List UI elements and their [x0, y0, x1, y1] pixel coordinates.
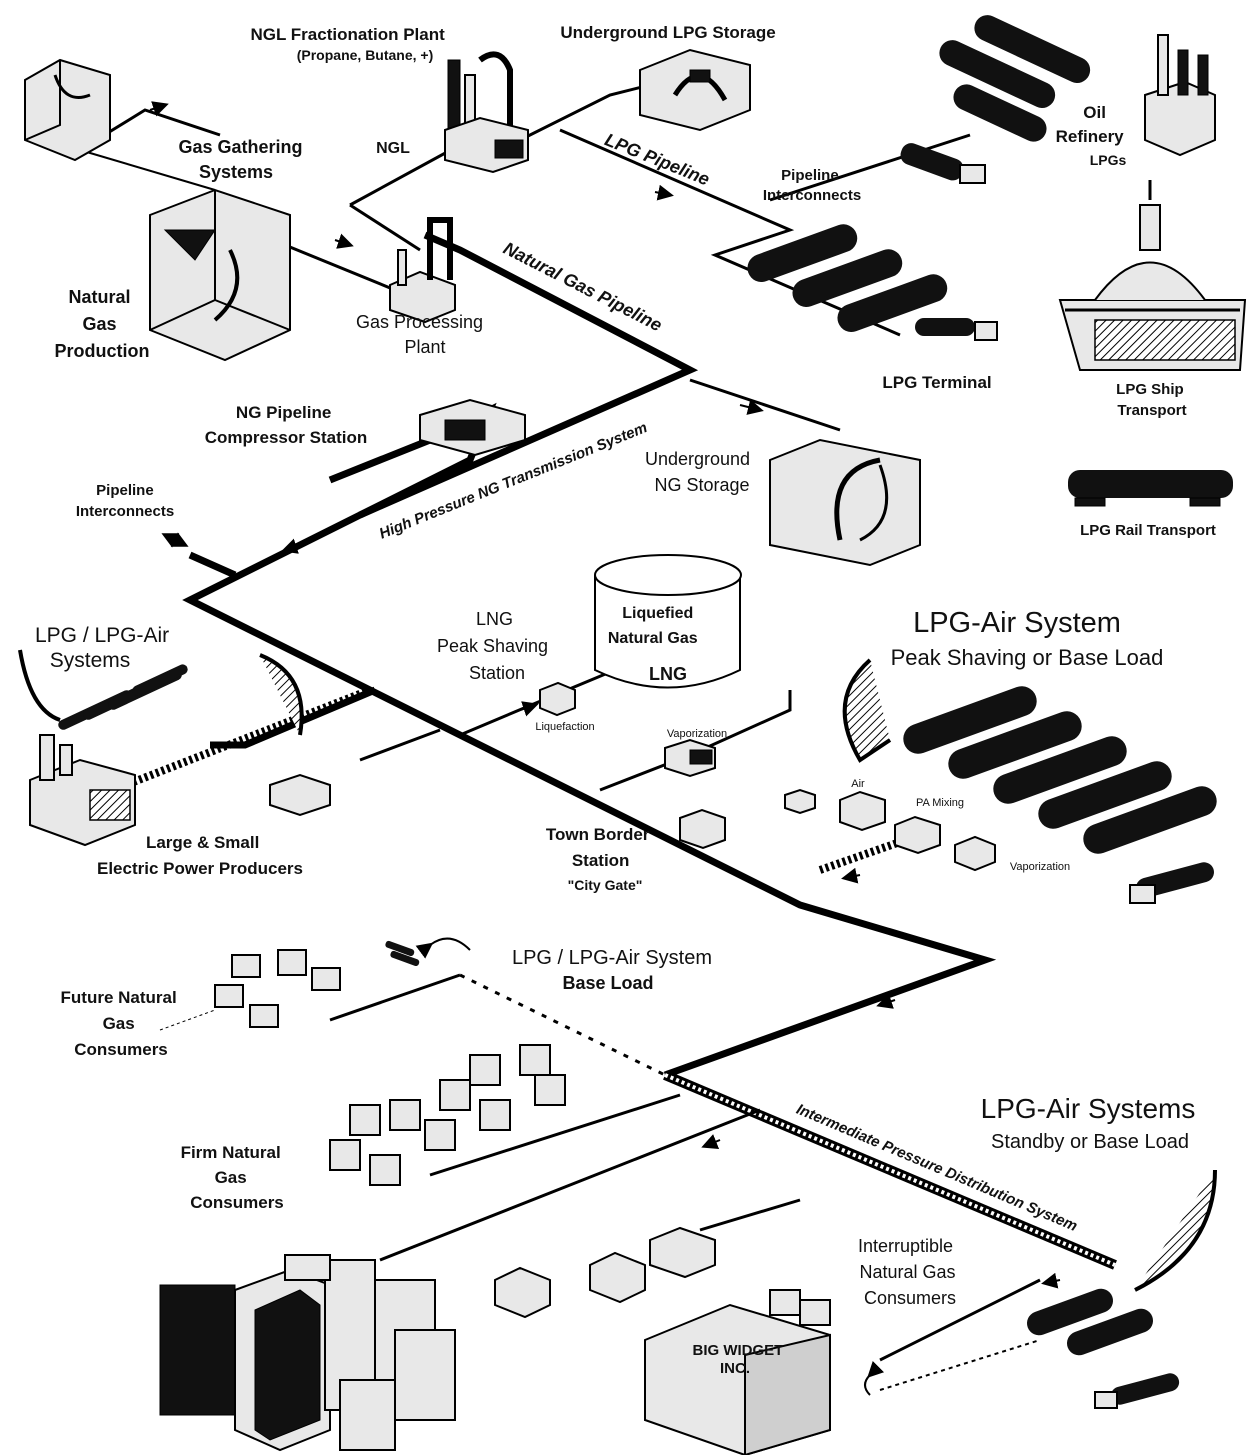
lng-tank-label: Liquefied Natural Gas LNG: [608, 605, 702, 684]
power-plant-large: [29, 734, 136, 847]
power-plant-small: [269, 773, 331, 817]
lpg-air-standby-title: LPG-Air Systems: [981, 1093, 1196, 1124]
lpg-terminal-tanks: [747, 224, 948, 333]
power-producer-ip-line: [98, 686, 372, 799]
standby-lpg-tanks: [1026, 1169, 1217, 1356]
base-load-lpg-tanks: [385, 937, 471, 967]
left-lpg-tanks: [18, 649, 304, 736]
power-producer-line-2: [359, 728, 441, 762]
lpg-air-base-subtitle: Base Load: [562, 973, 653, 993]
future-consumers-line: [329, 973, 461, 1022]
lpg-air-base-title: LPG / LPG-Air System: [512, 947, 712, 969]
compressor-label: NG Pipeline Compressor Station: [205, 403, 367, 447]
natural-gas-production-label: Natural Gas Production: [55, 287, 150, 361]
big-widget-building: [644, 1289, 831, 1455]
lpg-air-left-label: LPG / LPG-Air Systems: [35, 624, 175, 672]
ng-storage-line: [689, 378, 841, 432]
oil-refinery-building: [1144, 34, 1216, 157]
gas-processing-label: Gas Processing Plant: [356, 312, 488, 357]
lpg-pipeline-label: LPG Pipeline: [602, 129, 712, 189]
liquefaction-unit: [539, 681, 576, 717]
firm-consumers-line: [429, 1093, 681, 1177]
refinery-lpg-tanks: [939, 15, 1091, 142]
pipeline-interconnects-top-label: Pipeline Interconnects: [763, 167, 861, 204]
lng-station-label: LNG Peak Shaving Station: [437, 609, 553, 683]
big-widget-label: BIG WIDGET INC.: [693, 1342, 788, 1377]
air-label: Air: [851, 778, 865, 790]
ngl-plant-label: NGL Fractionation Plant (Propane, Butane…: [251, 25, 450, 63]
natural-gas-pipeline-line: [182, 231, 997, 1079]
lng-vaporization-line: [599, 690, 792, 792]
lpg-air-peak-subtitle: Peak Shaving or Base Load: [891, 645, 1164, 670]
ip-distribution-line: [663, 1070, 1117, 1270]
ngl-fractionation-plant: [444, 51, 529, 174]
liquefaction-label: Liquefaction: [535, 721, 594, 733]
lpg-rail-label: LPG Rail Transport: [1080, 522, 1216, 539]
interruptible-consumer-boxes: [494, 1226, 716, 1319]
oil-refinery-label: Oil Refinery LPGs: [1056, 103, 1129, 168]
lpg-air-standby-subtitle: Standby or Base Load: [991, 1131, 1189, 1153]
compressor-station: [419, 398, 526, 457]
peak-shaving-truck: [1129, 862, 1214, 904]
pipeline-interconnects-left-label: Pipeline Interconnects: [76, 482, 174, 520]
production-to-processing-line: [284, 243, 396, 292]
firm-consumer-houses: [329, 1044, 566, 1186]
lpg-ship: [1058, 180, 1247, 371]
pipeline-interconnect-stub: [188, 551, 237, 579]
city-distribution-line: [379, 1108, 761, 1262]
gas-production-box: [149, 188, 291, 362]
interruptible-label: Interruptible Natural Gas Consumers: [858, 1236, 961, 1308]
vaporization-lng-label: Vaporization: [667, 728, 727, 740]
flow-arrows: [149, 101, 1061, 1289]
ngl-to-processing-line: [349, 203, 421, 252]
town-border-station: [679, 808, 726, 850]
underground-ng-label: Underground NG Storage: [645, 449, 755, 495]
air-mixing-units: [784, 788, 996, 872]
vaporization-unit-lng: [664, 738, 716, 778]
ngl-line: [349, 143, 461, 207]
gas-gathering-label: Gas Gathering Systems: [178, 137, 307, 182]
lpg-terminal-truck: [915, 318, 998, 341]
lpg-air-peak-title: LPG-Air System: [913, 607, 1121, 639]
lpg-rail-car: [1068, 470, 1233, 507]
firm-consumers-label: Firm Natural Gas Consumers: [181, 1143, 286, 1212]
gas-processing-plant: [389, 217, 456, 324]
underground-lpg-label: Underground LPG Storage: [560, 23, 775, 42]
underground-ng-storage: [769, 438, 921, 567]
interruptible-line: [699, 1198, 801, 1232]
ngl-label: NGL: [376, 140, 410, 157]
refinery-link-line: [769, 133, 971, 202]
future-consumer-houses: [159, 949, 341, 1031]
future-consumers-label: Future Natural Gas Consumers: [61, 988, 182, 1059]
facilities: [18, 15, 1247, 1455]
refinery-truck: [900, 143, 986, 184]
gathering-to-ngl-plant: [79, 149, 216, 191]
peak-shaving-tanks: [842, 658, 1217, 854]
gas-gathering-box: [24, 58, 111, 162]
underground-lpg-storage: [639, 48, 751, 132]
lng-tank: [594, 554, 742, 689]
vaporization-right-label: Vaporization: [1010, 861, 1070, 873]
pa-mixing-label: PA Mixing: [916, 797, 964, 809]
lpg-terminal-label: LPG Terminal: [882, 373, 991, 392]
standby-line: [879, 1278, 1041, 1362]
power-producers-label: Large & Small Electric Power Producers: [97, 833, 303, 878]
city-buildings: [159, 1254, 456, 1452]
standby-truck: [1094, 1373, 1180, 1409]
lpg-ship-label: LPG Ship Transport: [1116, 381, 1188, 419]
town-border-label: Town Border Station "City Gate": [546, 825, 654, 893]
